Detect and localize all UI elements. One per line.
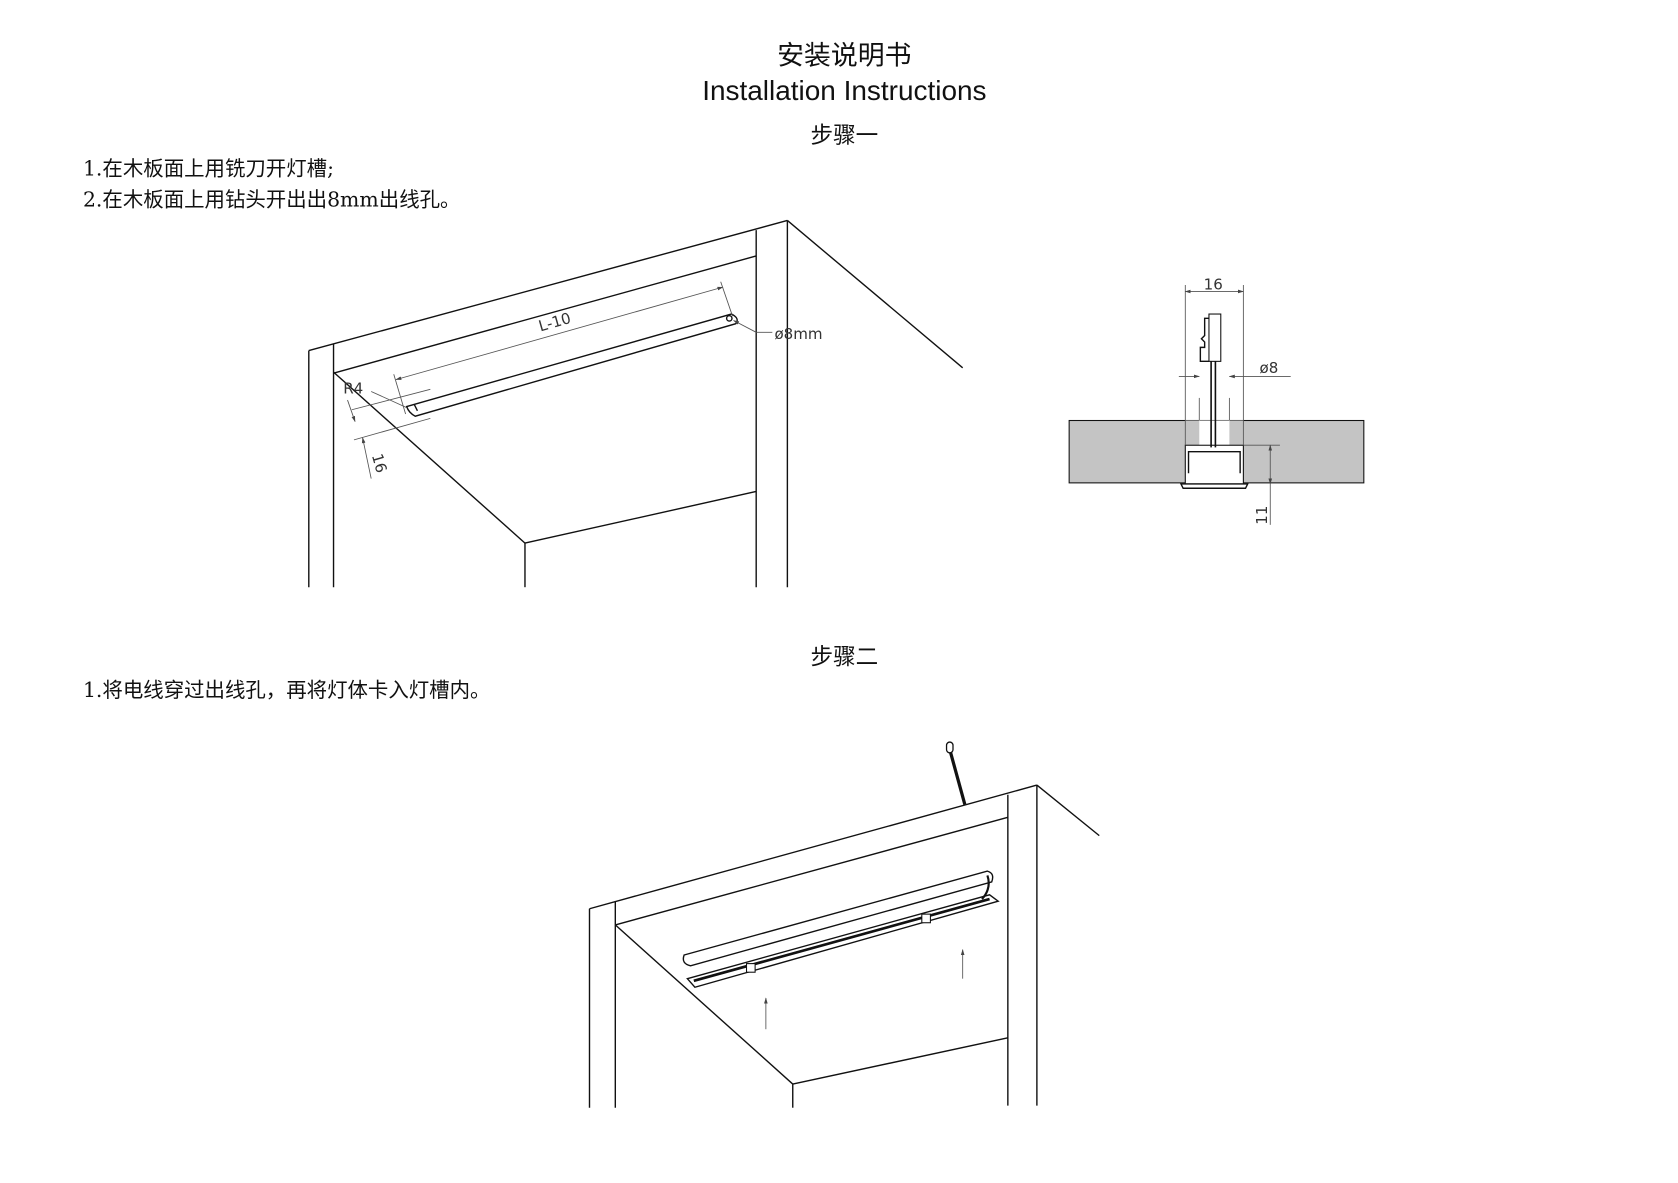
cabinet-light-install-drawing <box>588 741 1100 1108</box>
cabinet-groove-drawing: L-10 ø8mm R4 16 <box>308 219 964 588</box>
groove <box>686 894 1000 989</box>
power-cord <box>948 749 967 805</box>
step2-heading: 步骤二 <box>811 645 879 671</box>
groove <box>405 313 738 417</box>
step1-heading: 步骤一 <box>811 123 879 149</box>
step2-instruction-1: 1.将电线穿过出线孔，再将灯体卡入灯槽内。 <box>83 678 491 702</box>
wire-hole <box>1199 420 1230 448</box>
step1-instruction-2: 2.在木板面上用钻头开出出8mm出线孔。 <box>83 187 461 211</box>
title-chinese: 安装说明书 <box>777 41 911 72</box>
wire-hole <box>725 314 733 322</box>
dimension-radius: R4 <box>343 380 363 398</box>
section-width-label: 16 <box>1204 275 1223 293</box>
section-hole-label: ø8 <box>1260 359 1279 377</box>
connector <box>1208 313 1222 362</box>
title-english: Installation Instructions <box>702 75 986 106</box>
light-bar <box>682 870 994 967</box>
dimension-width: 16 <box>368 452 391 475</box>
dimension-hole: ø8mm <box>774 325 822 343</box>
section-depth-label: 11 <box>1253 506 1271 525</box>
cross-section-drawing: 16 ø8 11 <box>1068 275 1365 525</box>
step1-instruction-1: 1.在木板面上用铣刀开灯槽; <box>83 156 334 180</box>
